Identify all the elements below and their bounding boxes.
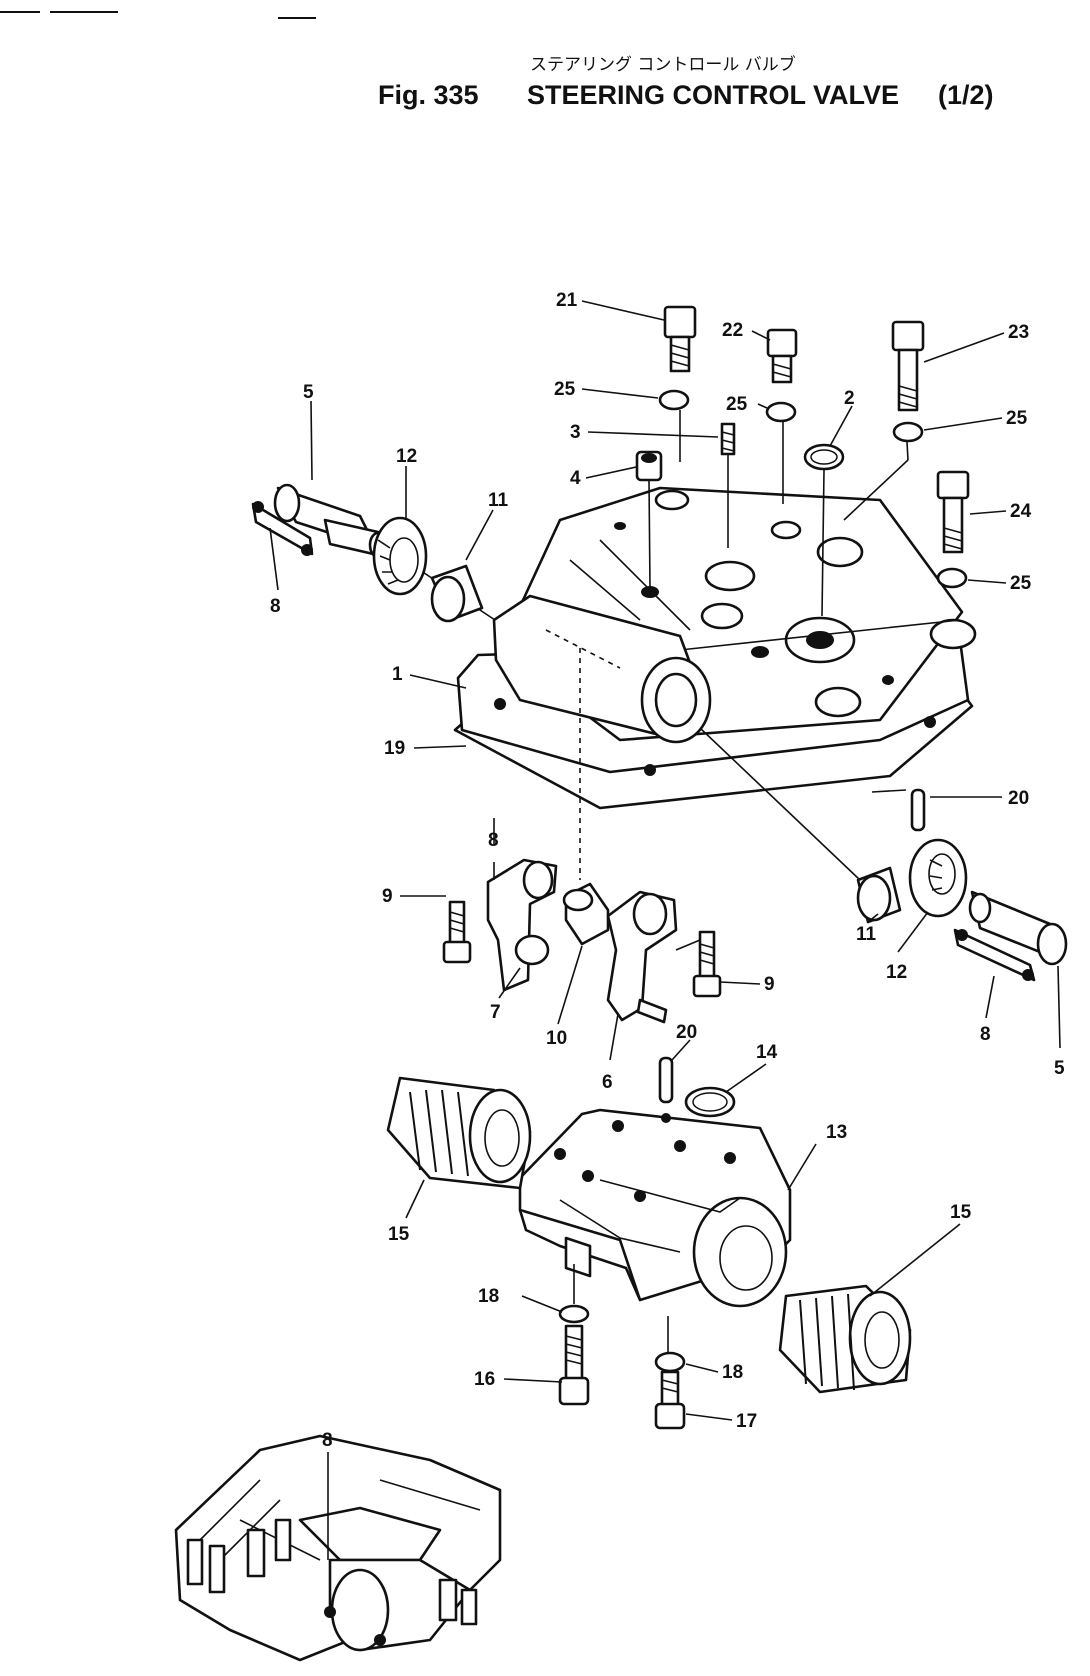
callout-8-a: 8 (270, 596, 281, 617)
callout-11-left: 11 (488, 490, 509, 511)
figure-sheet: (1/2) (938, 80, 994, 110)
callout-7: 7 (490, 1002, 501, 1023)
pin-20-upper (871, 788, 926, 832)
setscrew-3 (720, 422, 736, 456)
bearing-12-left (372, 516, 428, 596)
bolt-23 (891, 320, 925, 412)
lever-6 (606, 890, 701, 1024)
spool-15-right (778, 1284, 912, 1394)
header-marks (0, 11, 316, 19)
callout-9-right: 9 (764, 974, 775, 995)
callout-6: 6 (602, 1072, 613, 1093)
callout-16: 16 (474, 1369, 495, 1390)
callout-21: 21 (556, 290, 578, 311)
callout-4: 4 (570, 468, 581, 489)
callout-8-d: 8 (322, 1430, 333, 1451)
callout-14: 14 (756, 1042, 778, 1063)
callout-15-right: 15 (950, 1202, 972, 1223)
callout-10: 10 (546, 1028, 567, 1049)
callout-11-right: 11 (856, 924, 877, 945)
key-8-right (953, 928, 1036, 982)
valve-body-upper (453, 486, 977, 880)
callout-18-b: 18 (722, 1362, 743, 1383)
oring-2 (803, 443, 845, 471)
callout-12-right: 12 (886, 962, 907, 983)
callout-8-b: 8 (488, 830, 499, 851)
bolt-9-right (692, 930, 722, 998)
bushing-10 (562, 882, 610, 946)
leader-lines (269, 300, 1061, 1421)
fasteners-lower (558, 1264, 686, 1430)
callout-17: 17 (736, 1411, 757, 1432)
mounting-housing (174, 1434, 502, 1662)
lever-7 (486, 858, 558, 992)
callout-8-c: 8 (980, 1024, 991, 1045)
callout-9-left: 9 (382, 886, 393, 907)
oring-14 (684, 1086, 736, 1118)
plug-4 (635, 450, 663, 482)
callout-25-d: 25 (1010, 573, 1032, 594)
figure-title: STEERING CONTROL VALVE (527, 80, 899, 110)
callout-1: 1 (392, 664, 403, 685)
bolt-22 (766, 328, 798, 384)
callout-15-left: 15 (388, 1224, 410, 1245)
callout-13: 13 (826, 1122, 847, 1143)
bearing-12-right (908, 838, 968, 918)
bolt-21 (663, 305, 697, 373)
title-japanese: ステアリング コントロール バルブ (530, 54, 796, 75)
callout-18-a: 18 (478, 1286, 499, 1307)
shaft-5-right (968, 890, 1068, 966)
callout-25-c: 25 (1006, 408, 1028, 429)
callout-12-left: 12 (396, 446, 417, 467)
key-8-left (251, 501, 314, 556)
callout-19: 19 (384, 738, 405, 759)
callout-20-upper: 20 (1008, 788, 1029, 809)
callout-24: 24 (1010, 501, 1032, 522)
bushing-11-left (430, 564, 484, 623)
callout-2: 2 (844, 388, 855, 409)
callout-23: 23 (1008, 322, 1029, 343)
bolt-24 (936, 470, 970, 554)
callout-labels: 21 22 23 25 25 25 25 2 3 4 24 5 12 11 8 … (270, 290, 1065, 1451)
spool-15-left (386, 1076, 532, 1190)
callout-25-a: 25 (554, 379, 576, 400)
callout-20-lower: 20 (676, 1022, 697, 1043)
washers-25 (658, 389, 968, 589)
bolt-9-left (442, 900, 472, 964)
figure-number: Fig. 335 (378, 80, 479, 110)
bushing-11-right (699, 727, 902, 924)
callout-5-left: 5 (303, 382, 314, 403)
valve-body-lower (518, 1108, 792, 1308)
callout-25-b: 25 (726, 394, 748, 415)
callout-3: 3 (570, 422, 581, 443)
callout-5-right: 5 (1054, 1058, 1065, 1079)
pin-20-lower (658, 1056, 674, 1104)
callout-22: 22 (722, 320, 743, 341)
